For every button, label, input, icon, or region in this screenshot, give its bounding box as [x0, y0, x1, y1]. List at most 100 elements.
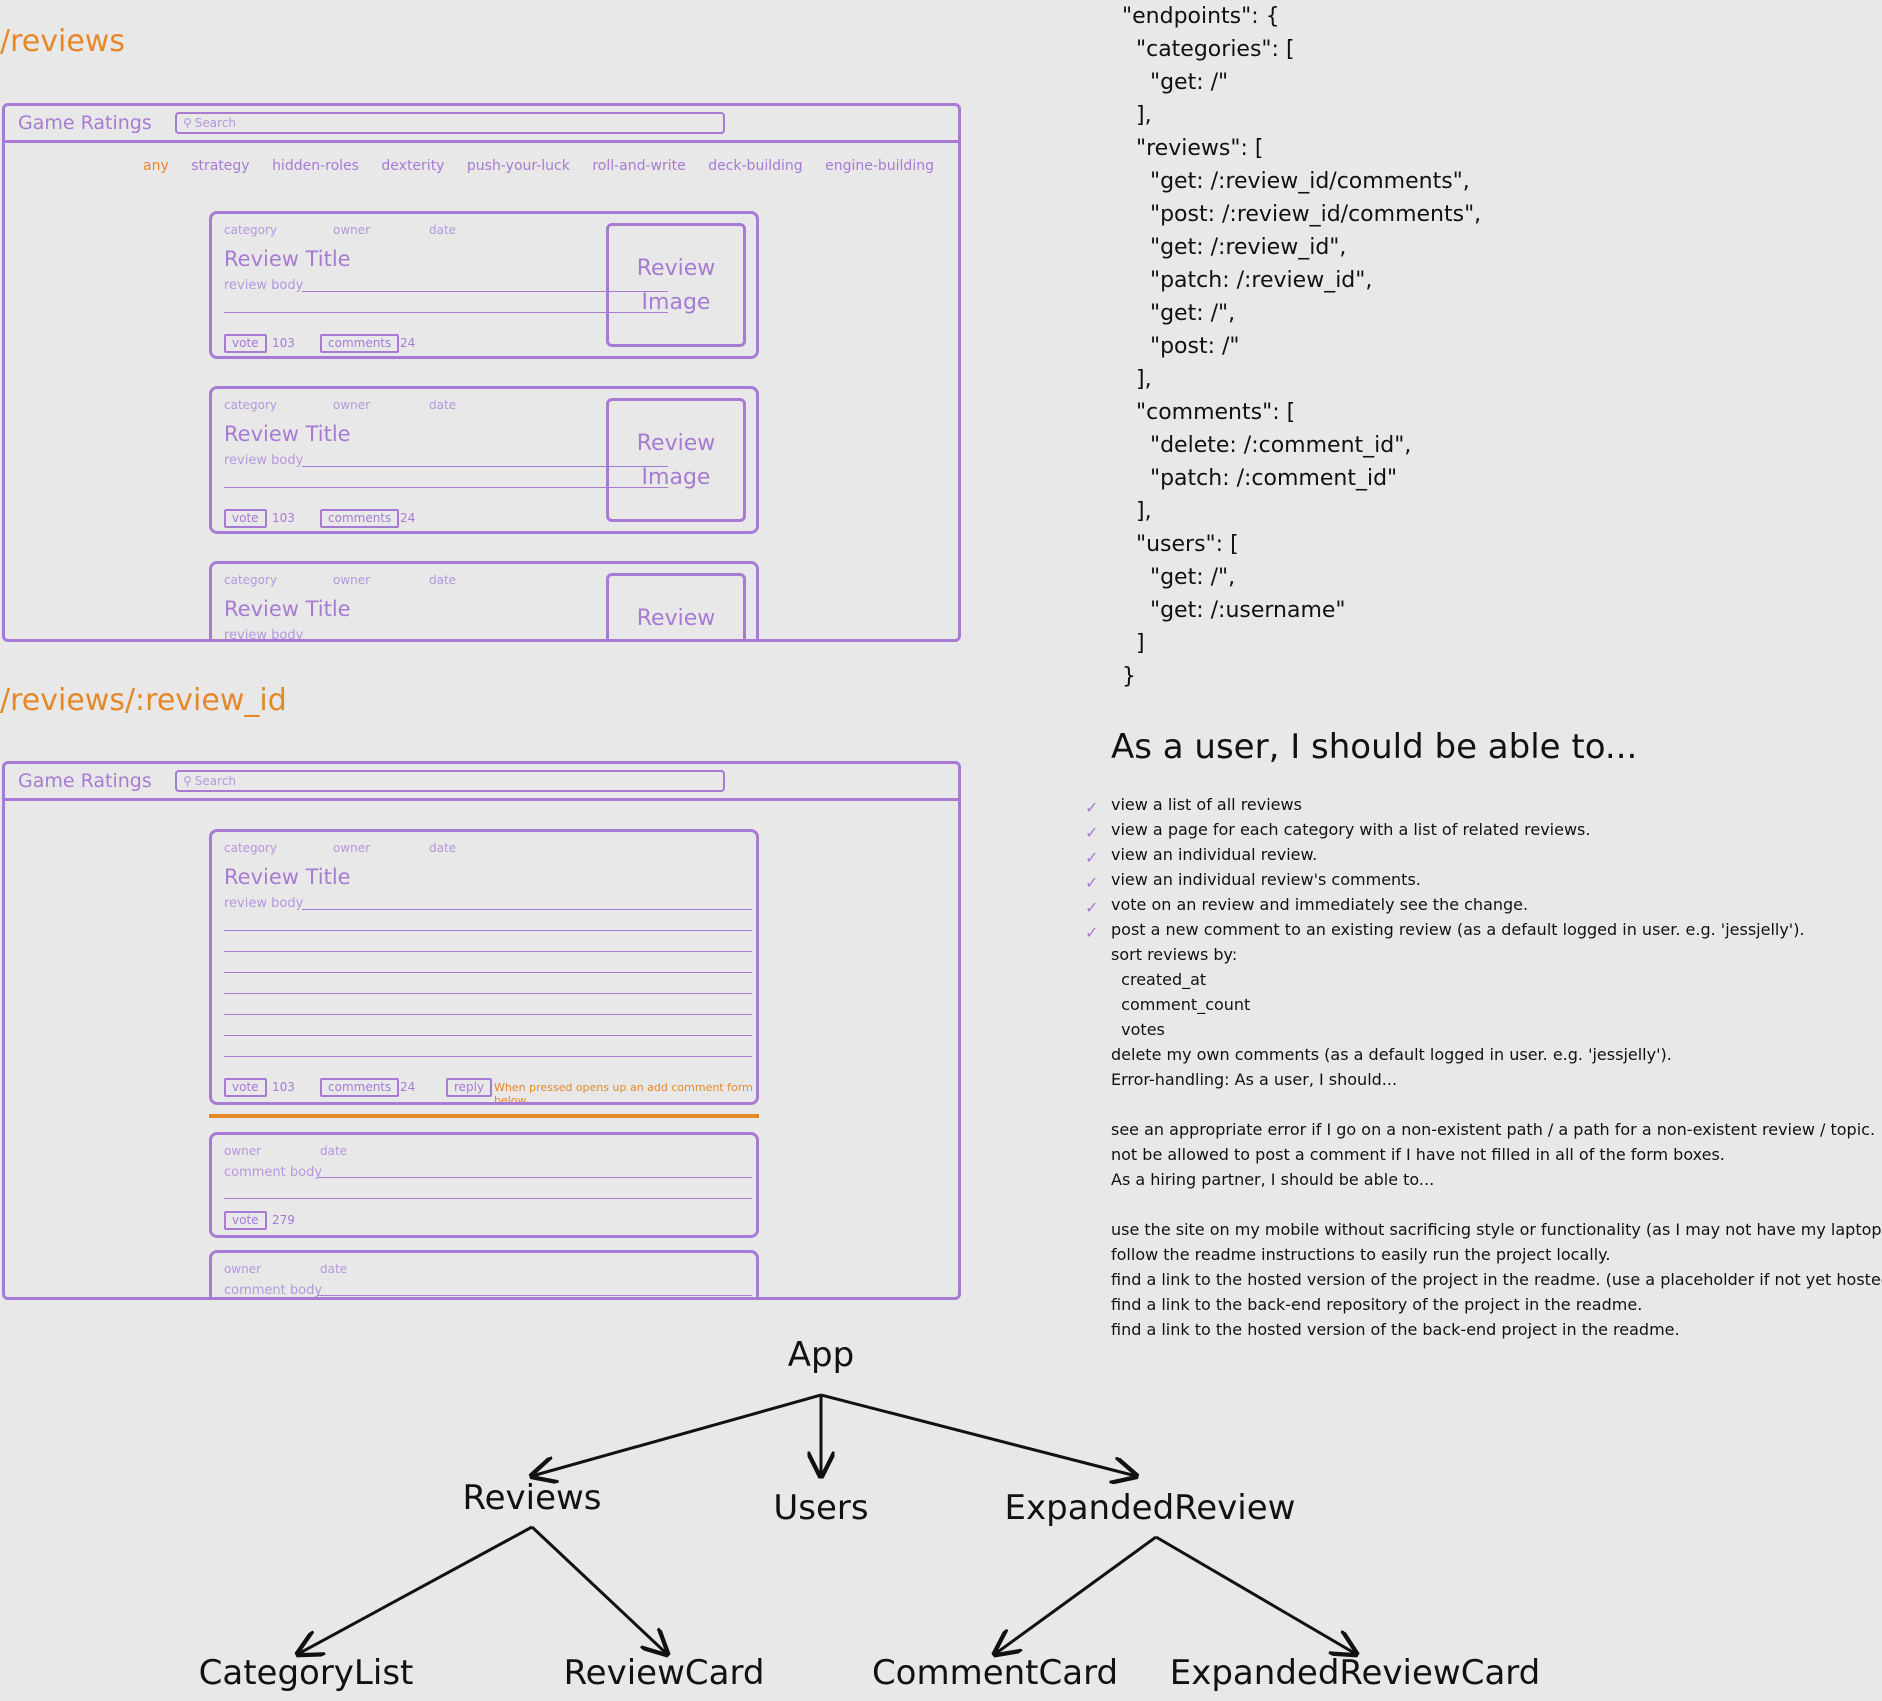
body-line	[224, 972, 752, 973]
expanded-review-card: category owner date Review Title review …	[209, 829, 759, 1105]
body-line	[302, 291, 668, 292]
review-card[interactable]: category owner date Review Title review …	[209, 386, 759, 534]
user-story-text: view a page for each category with a lis…	[1111, 820, 1591, 839]
review-title[interactable]: Review Title	[224, 597, 351, 621]
owner-label: owner	[224, 1144, 262, 1158]
date-label: date	[320, 1144, 348, 1158]
category-dexterity[interactable]: dexterity	[381, 158, 445, 174]
body-line	[224, 1014, 752, 1015]
node-expandedreviewcard: ExpandedReviewCard	[1169, 1653, 1541, 1693]
user-story-text: delete my own comments (as a default log…	[1111, 1045, 1672, 1064]
category-label: category	[224, 573, 278, 587]
search-input[interactable]: ⚲Search	[175, 112, 725, 134]
body-line	[224, 487, 668, 488]
user-story-item: ✓vote on an review and immediately see t…	[1085, 892, 1882, 917]
category-strategy[interactable]: strategy	[191, 158, 250, 174]
vote-count: 103	[272, 511, 295, 525]
category-deck-building[interactable]: deck-building	[708, 158, 803, 174]
review-body-label: review body	[224, 278, 304, 293]
reply-note: When pressed opens up an add comment for…	[494, 1081, 753, 1105]
comment-body-label: comment body	[224, 1165, 323, 1180]
review-card[interactable]: category owner date Review Title review …	[209, 211, 759, 359]
route-title-review-detail: /reviews/:review_id	[0, 683, 287, 718]
user-stories-title: As a user, I should be able to...	[1111, 727, 1638, 767]
json-line: ]	[1122, 631, 1145, 656]
app-name: Game Ratings	[18, 770, 152, 792]
review-body-label: review body	[224, 896, 304, 911]
user-story-item: delete my own comments (as a default log…	[1111, 1042, 1882, 1067]
category-list: any strategy hidden-roles dexterity push…	[143, 158, 952, 174]
user-story-item: not be allowed to post a comment if I ha…	[1111, 1142, 1882, 1167]
body-line	[302, 466, 668, 467]
vote-button[interactable]: vote	[224, 1211, 267, 1230]
category-hidden-roles[interactable]: hidden-roles	[272, 158, 359, 174]
user-story-item: Error-handling: As a user, I should...	[1111, 1067, 1882, 1092]
category-any[interactable]: any	[143, 158, 169, 174]
user-story-text: view a list of all reviews	[1111, 795, 1302, 814]
node-categorylist: CategoryList	[198, 1653, 414, 1693]
node-reviews: Reviews	[462, 1478, 602, 1518]
category-label: category	[224, 841, 278, 855]
comments-count: 24	[400, 1080, 416, 1094]
comments-count: 24	[400, 336, 416, 350]
comment-card: owner date comment body	[209, 1250, 759, 1298]
image-label-line1: Review	[636, 431, 716, 456]
review-title[interactable]: Review Title	[224, 247, 351, 271]
category-engine-building[interactable]: engine-building	[825, 158, 934, 174]
body-line	[224, 1035, 752, 1036]
category-label: category	[224, 223, 278, 237]
review-image-placeholder: Review Image	[606, 573, 746, 639]
user-story-item: find a link to the hosted version of the…	[1111, 1267, 1882, 1292]
user-story-text: not be allowed to post a comment if I ha…	[1111, 1145, 1725, 1164]
vote-button[interactable]: vote	[224, 1078, 267, 1097]
comments-button[interactable]: comments	[320, 1078, 400, 1097]
arrow-app-reviews	[532, 1393, 822, 1476]
category-label: category	[224, 398, 278, 412]
user-story-text: vote on an review and immediately see th…	[1111, 895, 1529, 914]
user-story-text: follow the readme instructions to easily…	[1111, 1245, 1611, 1264]
route-title-reviews: /reviews	[0, 24, 125, 59]
vote-button[interactable]: vote	[224, 509, 267, 528]
body-line	[318, 1295, 752, 1296]
review-body-label: review body	[224, 628, 304, 642]
user-story-text: As a hiring partner, I should be able to…	[1111, 1170, 1435, 1189]
user-story-item: comment_count	[1111, 992, 1882, 1017]
user-story-item: votes	[1111, 1017, 1882, 1042]
user-story-item: use the site on my mobile without sacrif…	[1111, 1217, 1882, 1242]
search-input[interactable]: ⚲Search	[175, 770, 725, 792]
reply-button[interactable]: reply	[446, 1078, 493, 1097]
image-label-line1: Review	[636, 256, 716, 281]
comment-card: owner date comment body vote 279	[209, 1132, 759, 1238]
image-label-line2: Image	[641, 465, 711, 490]
comment-body-label: comment body	[224, 1283, 323, 1298]
review-title[interactable]: Review Title	[224, 422, 351, 446]
arrow-reviews-reviewcard	[530, 1525, 667, 1654]
search-placeholder: Search	[194, 116, 237, 130]
json-line: "patch: /:review_id",	[1122, 268, 1373, 293]
body-line	[224, 930, 752, 931]
check-icon: ✓	[1085, 798, 1099, 817]
arrow-reviews-categorylist	[298, 1525, 533, 1654]
node-app: App	[787, 1335, 855, 1375]
date-label: date	[320, 1262, 348, 1276]
date-label: date	[429, 223, 457, 237]
owner-label: owner	[224, 1262, 262, 1276]
user-story-item: ✓ view a list of all reviews	[1085, 792, 1882, 817]
node-users: Users	[773, 1488, 869, 1528]
user-story-item: find a link to the back-end repository o…	[1111, 1292, 1882, 1317]
review-body-label: review body	[224, 453, 304, 468]
category-push-your-luck[interactable]: push-your-luck	[466, 158, 570, 174]
comments-button[interactable]: comments	[320, 334, 400, 353]
vote-count: 103	[272, 1080, 295, 1094]
vote-button[interactable]: vote	[224, 334, 267, 353]
review-card[interactable]: category owner date Review Title review …	[209, 561, 759, 642]
category-roll-and-write[interactable]: roll-and-write	[592, 158, 686, 174]
comments-button[interactable]: comments	[320, 509, 400, 528]
json-line: ],	[1122, 499, 1152, 524]
json-line: "get: /",	[1122, 301, 1236, 326]
owner-label: owner	[333, 841, 371, 855]
user-story-item: ✓view a page for each category with a li…	[1085, 817, 1882, 842]
user-story-text: view an individual review.	[1111, 845, 1318, 864]
json-line: "post: /"	[1122, 334, 1240, 359]
